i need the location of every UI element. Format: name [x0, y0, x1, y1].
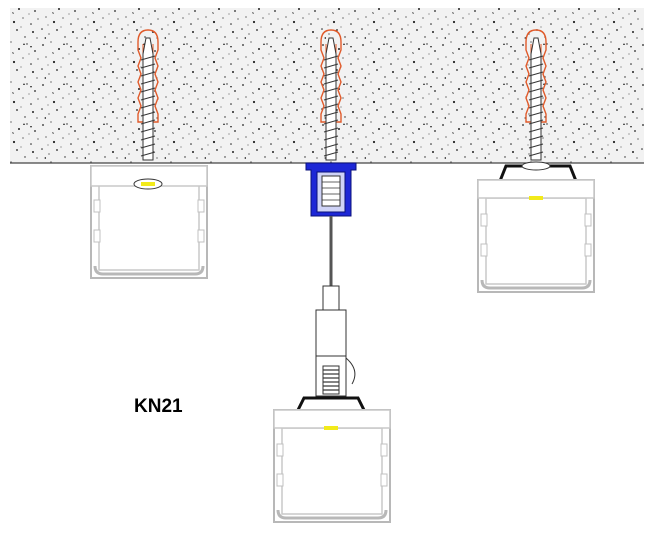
cable-gripper — [322, 285, 340, 311]
led-strip — [324, 426, 338, 430]
direct-screw-mount — [89, 29, 209, 280]
led-strip — [141, 182, 155, 186]
led-strip — [529, 196, 543, 200]
model-label: KN21 — [134, 396, 183, 417]
suspension-cable-mount — [272, 29, 392, 524]
mounting-bracket — [294, 396, 368, 415]
clip-bracket-mount — [476, 29, 596, 294]
